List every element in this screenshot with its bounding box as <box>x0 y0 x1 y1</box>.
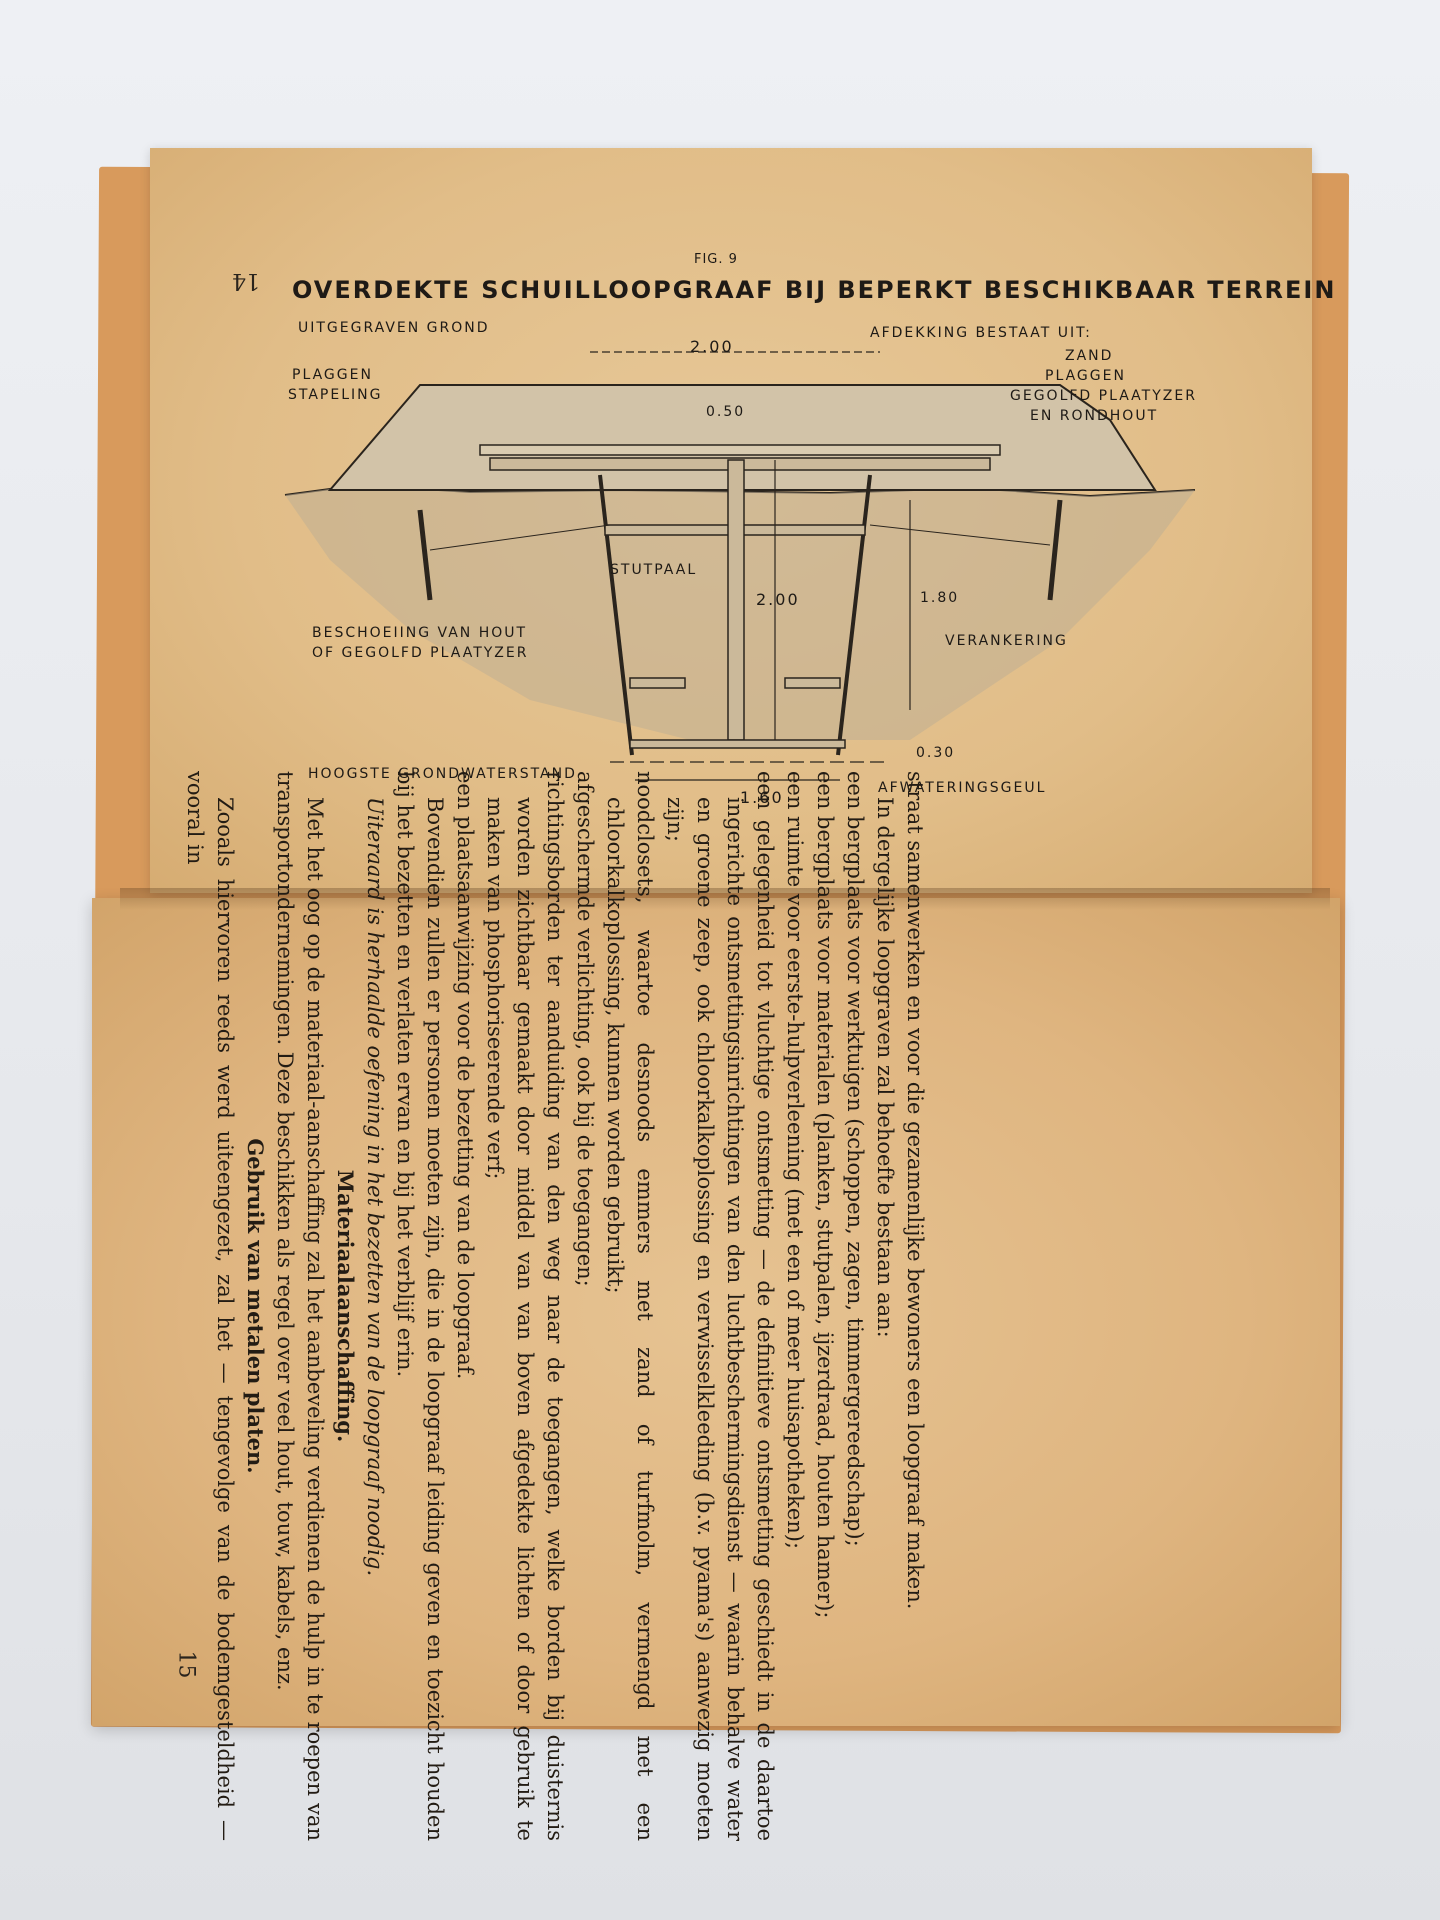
dim-label-cover: 0.50 <box>706 404 746 420</box>
label-stacking: STAPELING <box>288 387 383 403</box>
floor-board <box>629 739 846 749</box>
bench-right <box>784 677 841 689</box>
paragraph: Met het oog op de materiaal-aanschaffing… <box>273 771 327 1841</box>
page-fold <box>120 888 1330 910</box>
list-item: een bergplaats voor werktuigen (schoppen… <box>843 771 867 1547</box>
wall-right <box>836 474 872 756</box>
label-lining: BESCHOEIING VAN HOUT <box>312 625 528 641</box>
section-heading: Gebruik van metalen platen. <box>243 1138 268 1474</box>
label-drain: AFWATERINGSGEUL <box>878 780 1047 796</box>
dim-label-bottom-depth: 0.30 <box>916 745 956 761</box>
page-bottom <box>92 898 1340 1726</box>
paragraph: straat samenwerken en voor die gezamenli… <box>903 771 927 1610</box>
dim-label-side: 1.80 <box>920 590 960 606</box>
dim-label-top: 2.00 <box>690 337 734 356</box>
label-anchoring: VERANKERING <box>945 633 1068 649</box>
list-item: een bergplaats voor materialen (planken,… <box>813 771 837 1619</box>
label-post: STUTPAAL <box>610 562 698 578</box>
list-item: noodclosets, waartoe desnoods emmers met… <box>603 771 657 1841</box>
anchor-left <box>417 509 433 601</box>
anchor-wire-right <box>869 524 1051 546</box>
page-number-top: 14 <box>232 268 260 293</box>
label-sods: PLAGGEN <box>292 367 373 383</box>
label-logs: EN RONDHOUT <box>1030 408 1159 424</box>
list-item: afgeschermde verlichting, ook bij de toe… <box>573 771 597 1287</box>
label-lining-2: OF GEGOLFD PLAATYZER <box>312 645 529 661</box>
bench-left <box>629 677 686 689</box>
paragraph: Zooals hiervoren reeds werd uiteengezet,… <box>183 771 237 1841</box>
list-item: een ruimte voor eerste-hulpverleening (m… <box>783 771 807 1550</box>
wall-left <box>598 474 634 756</box>
label-sods-2: PLAGGEN <box>1045 368 1126 384</box>
label-sheet: GEGOLFD PLAATYZER <box>1010 388 1197 404</box>
trench-diagram <box>284 351 1196 781</box>
roof-plank <box>479 444 1001 456</box>
paragraph: Uiteraard is herhaalde oefening in het b… <box>363 797 387 1577</box>
list-item: een plaatsaanwijzing voor de bezetting v… <box>453 771 477 1380</box>
anchor-wire-left <box>429 524 611 551</box>
page-number-bottom: 15 <box>173 1650 199 1679</box>
label-cover: AFDEKKING BESTAAT UIT: <box>870 325 1092 341</box>
list-item: een gelegenheid tot vluchtige ontsmettin… <box>663 771 777 1841</box>
support-post <box>727 459 745 741</box>
bottom-page-text: straat samenwerken en voor die gezamenli… <box>183 771 930 1841</box>
label-excavated: UITGEGRAVEN GROND <box>298 320 490 336</box>
list-item: richtingsborden ter aanduiding van den w… <box>483 771 567 1841</box>
figure-number: FIG. 9 <box>694 252 738 267</box>
label-groundwater: HOOGSTE GRONDWATERSTAND <box>308 766 577 782</box>
label-sand: ZAND <box>1065 348 1114 364</box>
figure-title: OVERDEKTE SCHUILLOOPGRAAF BIJ BEPERKT BE… <box>292 276 1337 304</box>
paragraph: In dergelijke loopgraven zal behoefte be… <box>873 797 897 1338</box>
dim-label-height: 2.00 <box>756 590 800 609</box>
anchor-right <box>1047 499 1063 601</box>
paragraph: Bovendien zullen er personen moeten zijn… <box>393 771 447 1841</box>
section-heading: Materiaalaanschaffing. <box>333 1169 358 1443</box>
dim-label-bottom: 1.60 <box>740 788 784 807</box>
